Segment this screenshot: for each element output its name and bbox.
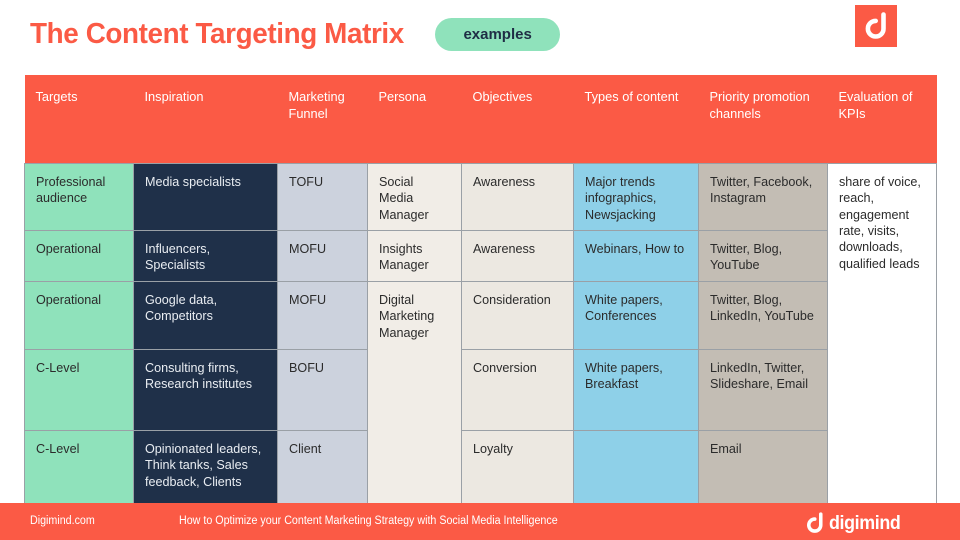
column-header-targets: Targets	[24, 75, 134, 164]
cell-inspiration: Influencers, Specialists	[133, 230, 278, 282]
cell-targets: C-Level	[24, 349, 134, 431]
cell-types-of-content	[573, 430, 699, 515]
cell-persona: Insights Manager	[367, 230, 462, 282]
slide-header: The Content Targeting Matrix examples	[0, 0, 960, 74]
cell-targets: Professional audience	[24, 163, 134, 231]
footer-caption: How to Optimize your Content Marketing S…	[179, 515, 558, 527]
column-header-inspiration: Inspiration	[133, 75, 278, 164]
cell-priority-promotion-channels: Twitter, Facebook, Instagram	[698, 163, 828, 231]
page-title: The Content Targeting Matrix	[30, 18, 404, 50]
slide-footer: Digimind.com How to Optimize your Conten…	[0, 503, 960, 540]
table-row: Operational Google data, Competitors MOF…	[24, 281, 937, 515]
column-header-types-of-content: Types of content	[573, 75, 699, 164]
cell-priority-promotion-channels: Twitter, Blog, LinkedIn, YouTube	[698, 281, 828, 350]
cell-objectives: Awareness	[461, 230, 574, 282]
cell-inspiration: Consulting firms, Research institutes	[133, 349, 278, 431]
cell-inspiration: Opinionated leaders, Think tanks, Sales …	[133, 430, 278, 515]
table-row: Professional audience Media specialists …	[24, 163, 937, 515]
cell-types-of-content: Webinars, How to	[573, 230, 699, 282]
cell-marketing-funnel: Client	[277, 430, 368, 515]
footer-site-label: Digimind.com	[30, 515, 95, 527]
column-header-evaluation-of-kpis: Evaluation of KPIs	[827, 75, 937, 164]
title-row: The Content Targeting Matrix examples	[30, 18, 560, 51]
content-targeting-matrix-table: Targets Inspiration Marketing Funnel Per…	[24, 75, 937, 515]
digimind-d-logo-icon	[807, 512, 823, 533]
footer-brand-name: digimind	[829, 512, 901, 534]
table-row: C-Level Consulting firms, Research insti…	[24, 349, 937, 431]
cell-marketing-funnel: MOFU	[277, 230, 368, 282]
cell-marketing-funnel: TOFU	[277, 163, 368, 231]
table-row: C-Level Opinionated leaders, Think tanks…	[24, 430, 937, 515]
cell-objectives: Consideration	[461, 281, 574, 350]
examples-badge: examples	[435, 18, 560, 51]
column-header-persona: Persona	[367, 75, 462, 164]
digimind-d-logo-icon	[855, 5, 897, 47]
cell-inspiration: Media specialists	[133, 163, 278, 231]
cell-targets: Operational	[24, 230, 134, 282]
cell-objectives: Loyalty	[461, 430, 574, 515]
cell-priority-promotion-channels: Email	[698, 430, 828, 515]
cell-targets: C-Level	[24, 430, 134, 515]
cell-priority-promotion-channels: LinkedIn, Twitter, Slideshare, Email	[698, 349, 828, 431]
cell-inspiration: Google data, Competitors	[133, 281, 278, 350]
cell-marketing-funnel: MOFU	[277, 281, 368, 350]
cell-persona: Digital Marketing Manager	[367, 281, 462, 515]
cell-priority-promotion-channels: Twitter, Blog, YouTube	[698, 230, 828, 282]
cell-objectives: Conversion	[461, 349, 574, 431]
column-header-marketing-funnel: Marketing Funnel	[277, 75, 368, 164]
cell-persona: Social Media Manager	[367, 163, 462, 231]
cell-evaluation-of-kpis: share of voice, reach, engagement rate, …	[827, 163, 937, 515]
column-header-objectives: Objectives	[461, 75, 574, 164]
footer-brand: digimind	[805, 512, 905, 534]
cell-targets: Operational	[24, 281, 134, 350]
table-header-row: Targets Inspiration Marketing Funnel Per…	[24, 75, 937, 164]
cell-types-of-content: Major trends infographics, Newsjacking	[573, 163, 699, 231]
cell-types-of-content: White papers, Conferences	[573, 281, 699, 350]
column-header-priority-promotion-channels: Priority promotion channels	[698, 75, 828, 164]
cell-types-of-content: White papers, Breakfast	[573, 349, 699, 431]
table-row: Operational Influencers, Specialists MOF…	[24, 230, 937, 282]
cell-objectives: Awareness	[461, 163, 574, 231]
cell-marketing-funnel: BOFU	[277, 349, 368, 431]
